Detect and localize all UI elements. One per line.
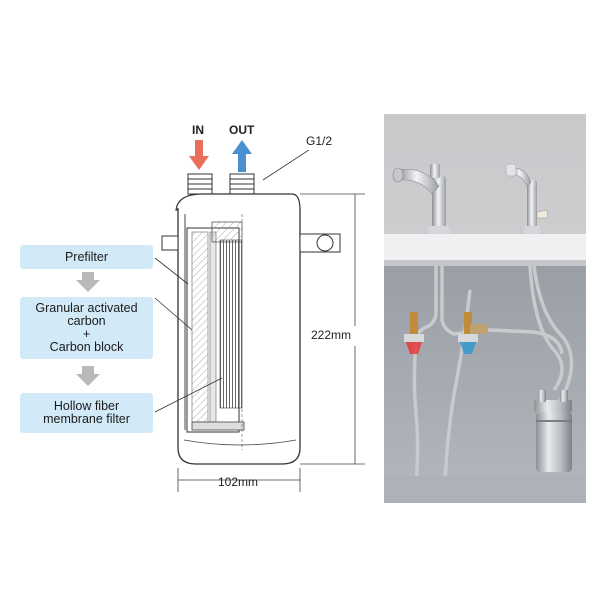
outlet-port: [229, 173, 255, 195]
stage-fiber-line-1: Hollow fiber: [53, 399, 120, 413]
kitchen-faucet: [392, 164, 450, 234]
carbon-leader: [154, 297, 193, 331]
stage-carbon-line-4: Carbon block: [49, 340, 124, 354]
prefilter-leader: [154, 257, 189, 285]
outlet-arrow-icon: [232, 140, 252, 172]
head-cap: [175, 193, 301, 211]
height-dimension: [300, 193, 365, 465]
stage-prefilter-box: Prefilter: [20, 245, 153, 269]
width-dimension-label: 102mm: [218, 475, 259, 489]
inlet-label: IN: [192, 123, 204, 137]
bottom-seal: [191, 421, 245, 431]
flow-arrows: [189, 140, 252, 172]
left-fitting: [161, 235, 179, 251]
stage-arrow-icon: [76, 366, 100, 386]
hollow-fiber-bundle: [219, 239, 243, 409]
stage-carbon-line-1: Granular activated: [35, 301, 138, 315]
filtered-water-faucet: [505, 163, 549, 234]
inlet-port: [187, 173, 213, 195]
thread-leader-line: [262, 150, 310, 181]
fiber-leader: [154, 377, 223, 413]
installation-photo: [384, 114, 586, 503]
outlet-label: OUT: [229, 123, 255, 137]
thread-size-label: G1/2: [306, 134, 333, 148]
carbon-layer: [191, 231, 209, 423]
stage-fiber-line-2: membrane filter: [43, 412, 130, 426]
stage-carbon-line-2: carbon: [67, 314, 106, 328]
filter-canister-photo: [534, 390, 572, 472]
stage-carbon-line-3: +: [82, 327, 91, 341]
top-seal: [211, 221, 243, 243]
inlet-arrow-icon: [189, 140, 209, 170]
filter-cutaway-drawing: [154, 150, 365, 492]
stage-carbon-box: Granular activated carbon + Carbon block: [20, 297, 153, 359]
stage-arrow-icon: [76, 272, 100, 292]
stage-prefilter-label: Prefilter: [64, 249, 109, 264]
stage-fiber-box: Hollow fiber membrane filter: [20, 393, 153, 433]
height-dimension-label: 222mm: [309, 328, 354, 342]
shutoff-valves: [404, 312, 488, 354]
width-dimension: [177, 468, 301, 492]
